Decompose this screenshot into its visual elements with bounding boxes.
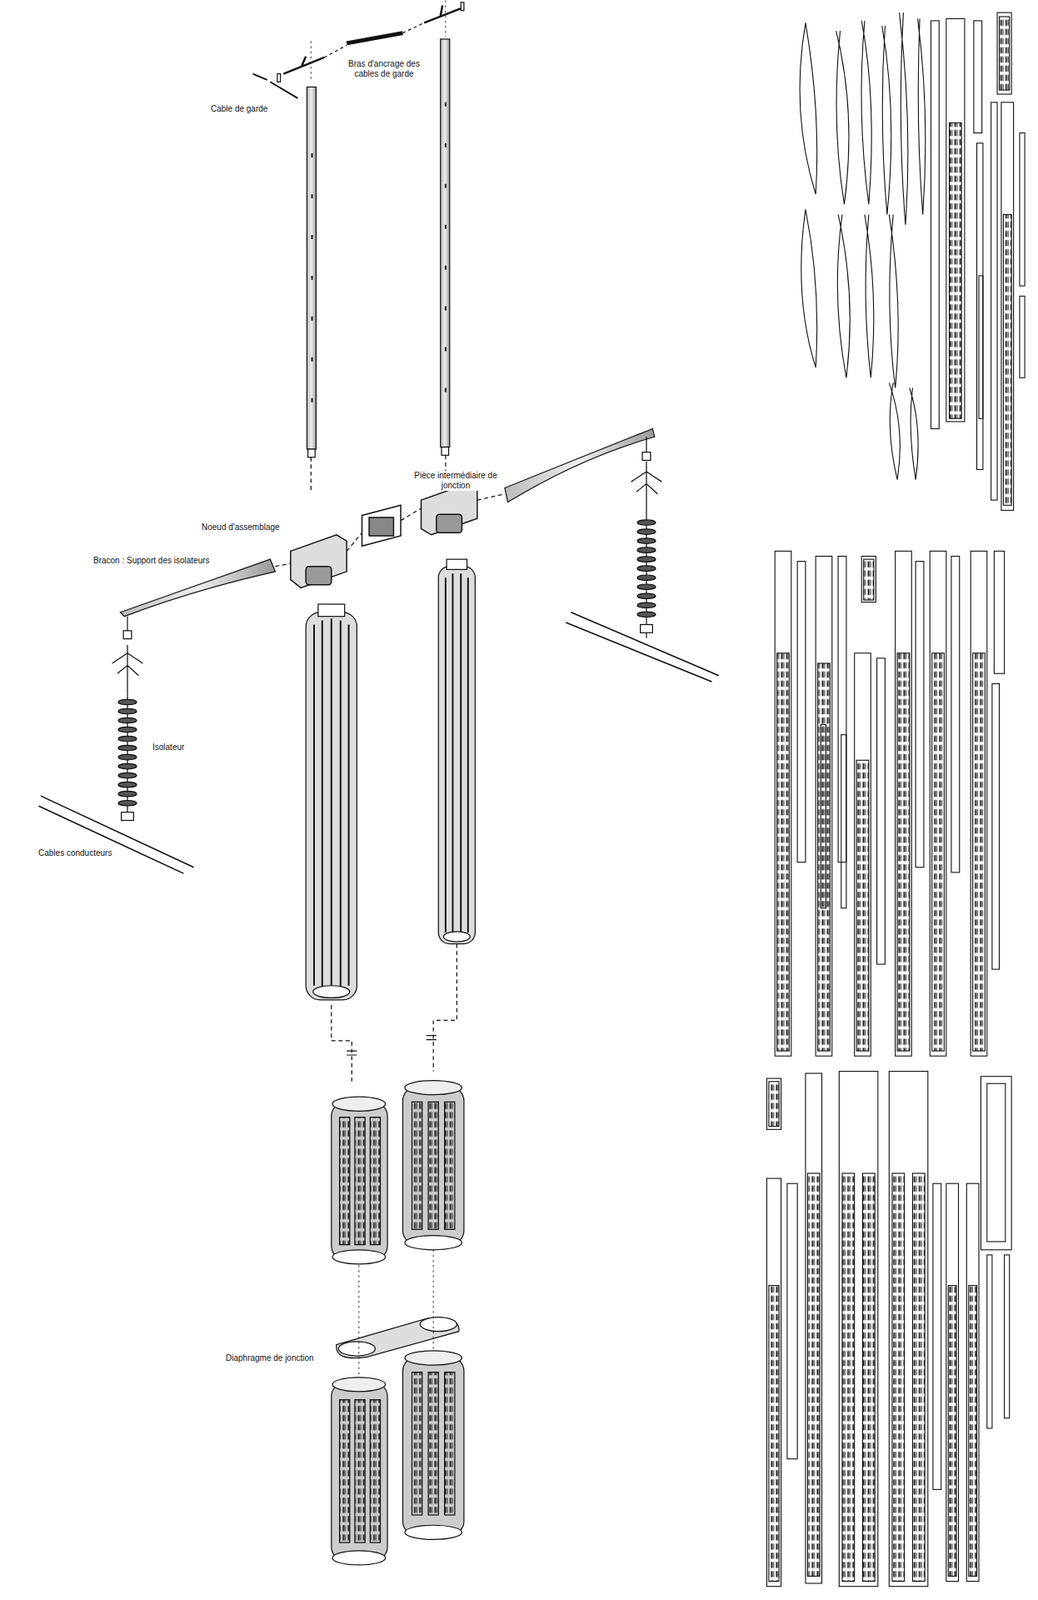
part-label: Isolateur bbox=[150, 742, 186, 753]
part-label: Noeud d'assemblage bbox=[199, 522, 282, 533]
part-label: Bracon : Support des isolateurs bbox=[91, 555, 212, 566]
part-label: Pièce intermédiaire de jonction bbox=[408, 470, 504, 491]
part-label: Cable de garde bbox=[209, 104, 270, 115]
part-label: Diaphragme de jonction bbox=[224, 1352, 316, 1363]
part-label: Bras d'ancrage des cables de garde bbox=[336, 59, 432, 80]
part-label: Cables conducteurs bbox=[36, 848, 114, 859]
